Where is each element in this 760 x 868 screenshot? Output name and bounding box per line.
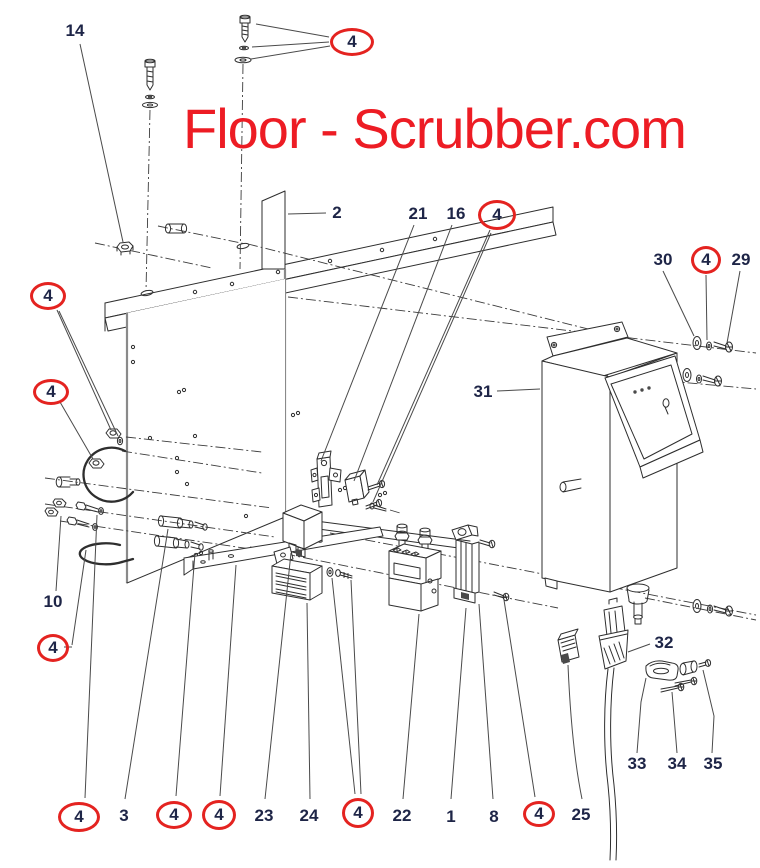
part-label-circled-4: 4 bbox=[156, 801, 192, 829]
part-label-circled-4: 4 bbox=[58, 802, 100, 832]
part-label-14: 14 bbox=[65, 21, 85, 40]
part-label-23: 23 bbox=[254, 806, 274, 825]
part-label-30: 30 bbox=[653, 250, 673, 269]
part-label-circled-4: 4 bbox=[37, 634, 69, 662]
part-label-21: 21 bbox=[408, 204, 428, 223]
power-plug-and-cable bbox=[598, 597, 629, 861]
panel-rivet-holes bbox=[130, 344, 388, 558]
switch-assembly bbox=[451, 524, 510, 604]
solenoid-valve bbox=[388, 523, 442, 612]
part-label-34: 34 bbox=[667, 754, 687, 773]
part-label-circled-4: 4 bbox=[202, 800, 236, 830]
part-label-circled-4: 4 bbox=[523, 801, 555, 827]
connector-25 bbox=[557, 628, 580, 664]
part-label-32: 32 bbox=[654, 633, 674, 652]
watermark-text: Floor - Scrubber.com bbox=[183, 97, 687, 160]
part-label-1: 1 bbox=[446, 807, 456, 826]
part-label-22: 22 bbox=[392, 806, 412, 825]
control-box bbox=[541, 321, 733, 625]
part-label-24: 24 bbox=[299, 806, 319, 825]
part-label-3: 3 bbox=[119, 806, 129, 825]
part-label-16: 16 bbox=[446, 204, 466, 223]
part-label-circled-4: 4 bbox=[342, 798, 374, 828]
middle-components bbox=[153, 450, 387, 601]
part-label-circled-4: 4 bbox=[330, 28, 374, 56]
part-label-circled-4: 4 bbox=[478, 200, 516, 230]
part-label-35: 35 bbox=[703, 754, 723, 773]
top-fasteners bbox=[116, 14, 252, 256]
part-label-33: 33 bbox=[627, 754, 647, 773]
part-label-10: 10 bbox=[43, 592, 63, 611]
left-fasteners-and-clamps bbox=[44, 428, 135, 566]
leader-lines bbox=[55, 23, 741, 800]
part-label-31: 31 bbox=[473, 382, 493, 401]
part-label-8: 8 bbox=[489, 807, 499, 826]
part-label-circled-4: 4 bbox=[30, 282, 66, 310]
part-label-25: 25 bbox=[571, 805, 591, 824]
cable-clamp-parts bbox=[645, 659, 712, 693]
part-label-circled-4: 4 bbox=[33, 379, 69, 405]
part-label-29: 29 bbox=[731, 250, 751, 269]
part-label-circled-4: 4 bbox=[691, 246, 721, 274]
part-label-2: 2 bbox=[332, 203, 342, 222]
